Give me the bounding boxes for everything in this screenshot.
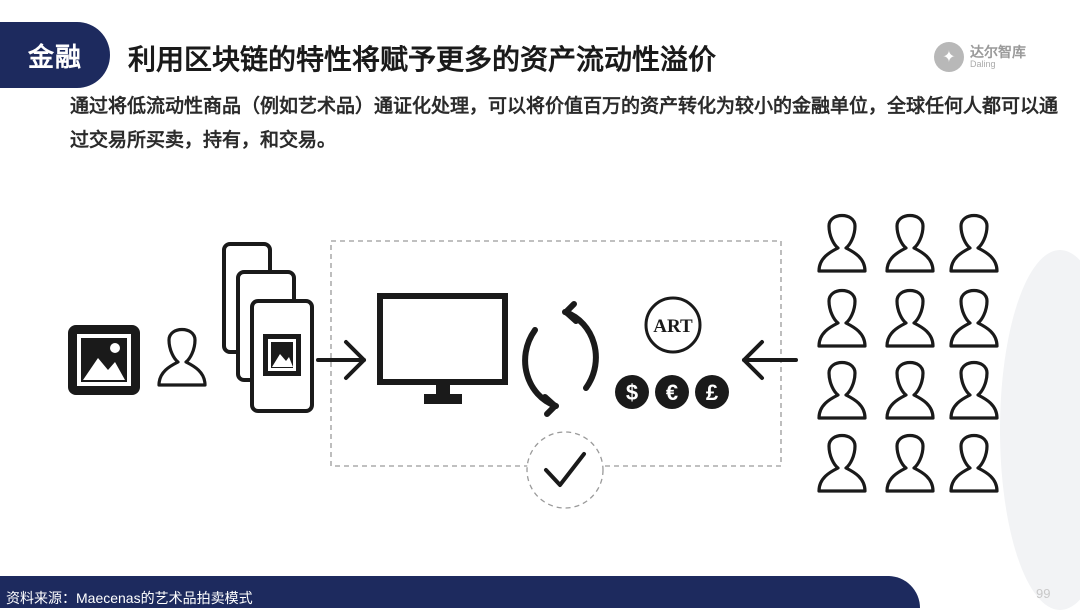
process-boundary-box <box>330 240 782 467</box>
person-icon <box>817 213 867 273</box>
art-token-icon: ART <box>644 296 702 354</box>
person-icon <box>817 288 867 348</box>
person-icon <box>949 360 999 420</box>
section-tag: 金融 <box>0 22 110 88</box>
owner-person-icon <box>157 327 207 387</box>
person-icon <box>885 360 935 420</box>
cycle-arrows-icon <box>522 301 599 417</box>
person-icon <box>885 213 935 273</box>
currency-coins-icon: $ € £ <box>615 375 729 409</box>
source-note: 资料来源：Maecenas的艺术品拍卖模式 <box>6 590 253 606</box>
description-text: 通过将低流动性商品（例如艺术品）通证化处理，可以将价值百万的资产转化为较小的金融… <box>70 96 1059 151</box>
logo-name-en: Daling <box>970 58 996 69</box>
logo: ✦ 达尔智库 Daling <box>934 42 1026 72</box>
spark-logo-icon: ✦ <box>934 42 964 72</box>
page-number: 99 <box>1036 586 1051 601</box>
person-icon <box>885 433 935 493</box>
euro-coin-label: € <box>666 380 678 405</box>
checkmark-icon <box>526 431 604 509</box>
person-icon <box>817 433 867 493</box>
slide-title: 利用区块链的特性将赋予更多的资产流动性溢价 <box>128 44 717 75</box>
dollar-coin-label: $ <box>626 380 638 405</box>
person-icon <box>817 360 867 420</box>
logo-name-cn: 达尔智库 <box>970 43 1026 60</box>
framed-picture-icon <box>68 325 140 395</box>
footer-bar <box>0 576 920 608</box>
arrow-left-icon <box>742 340 798 380</box>
arrow-right-icon <box>316 340 366 380</box>
person-icon <box>949 288 999 348</box>
stacked-cards-icon <box>222 242 314 413</box>
person-icon <box>885 288 935 348</box>
person-icon <box>949 213 999 273</box>
art-label: ART <box>653 316 693 337</box>
section-tag-label: 金融 <box>27 41 82 72</box>
card-picture-icon <box>263 334 301 376</box>
investor-grid <box>817 213 999 493</box>
monitor-icon <box>377 293 508 404</box>
person-icon <box>949 433 999 493</box>
pound-coin-label: £ <box>706 380 719 405</box>
